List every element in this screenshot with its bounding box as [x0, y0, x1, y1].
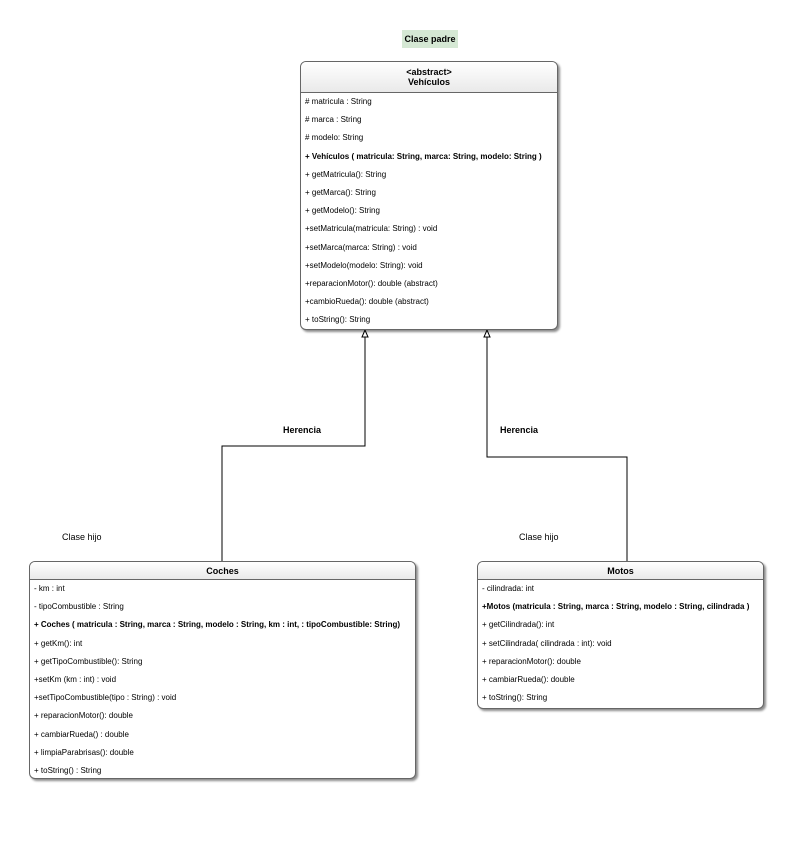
class-member: - km : int — [34, 584, 65, 593]
class-member: + Coches ( matricula : String, marca : S… — [34, 620, 401, 630]
class-vehiculos[interactable]: <abstract> Vehículos # matricula : Strin… — [300, 61, 558, 330]
class-coches[interactable]: Coches - km : int - tipoCombustible : Str… — [29, 561, 416, 779]
class-member: + cambiarRueda() : double — [34, 729, 129, 739]
child-class-label-left: Clase hijo — [62, 532, 102, 542]
class-motos[interactable]: Motos - cilindrada: int +Motos (matricula… — [477, 561, 764, 709]
class-vehiculos-members: # matricula : String # marca : String # mo… — [301, 93, 557, 329]
class-member: + Vehículos ( matricula: String, marca: … — [305, 151, 542, 161]
class-member: - cilindrada: int — [482, 584, 535, 593]
class-member: +setTipoCombustible(tipo : String) : voi… — [34, 693, 177, 703]
inheritance-line-motos — [486, 336, 628, 562]
inheritance-line-coches — [221, 336, 366, 562]
class-member: +setKm (km : int) : void — [34, 674, 117, 684]
class-member: + toString(): String — [482, 693, 548, 703]
inheritance-arrow-motos — [483, 328, 491, 338]
class-vehiculos-stereotype: <abstract> — [406, 67, 452, 77]
class-member: + toString() : String — [34, 765, 102, 775]
class-member: + toString(): String — [305, 315, 371, 325]
class-member: + cambiarRueda(): double — [482, 674, 575, 684]
class-member: + getTipoCombustible(): String — [34, 656, 143, 666]
class-member: + setCilindrada( cilindrada : int): void — [482, 638, 612, 648]
class-vehiculos-name: Vehículos — [407, 77, 451, 87]
class-member: # marca : String — [305, 115, 362, 125]
class-member: - tipoCombustible : String — [34, 602, 124, 612]
class-member: # matricula : String — [305, 97, 372, 106]
class-vehiculos-header: <abstract> Vehículos — [301, 62, 557, 93]
class-member: + getKm(): int — [34, 638, 83, 648]
class-member: +setMatricula(matricula: String) : void — [305, 224, 438, 234]
class-member: + getMatricula(): String — [305, 169, 387, 179]
inheritance-label-right: Herencia — [500, 425, 539, 435]
inheritance-label-left: Herencia — [283, 425, 322, 435]
class-coches-name: Coches — [206, 565, 239, 576]
class-member: + limpiaParabrisas(): double — [34, 747, 134, 757]
class-member: + reparacionMotor(): double — [482, 656, 581, 666]
class-member: +cambioRueda(): double (abstract) — [305, 297, 429, 307]
class-member: +setModelo(modelo: String): void — [305, 260, 423, 270]
class-member: + getCilindrada(): int — [482, 620, 555, 630]
class-member: +setMarca(marca: String) : void — [305, 242, 417, 252]
class-member: +Motos (matricula : String, marca : Stri… — [482, 602, 750, 612]
inheritance-arrow-coches — [361, 328, 369, 338]
class-member: + getModelo(): String — [305, 206, 380, 216]
child-class-label-right: Clase hijo — [519, 532, 559, 542]
class-member: +reparacionMotor(): double (abstract) — [305, 278, 438, 288]
class-motos-name: Motos — [607, 565, 634, 576]
class-motos-header: Motos — [478, 562, 763, 580]
class-motos-members: - cilindrada: int +Motos (matricula : Str… — [478, 580, 763, 707]
class-coches-header: Coches — [30, 562, 415, 580]
class-coches-members: - km : int - tipoCombustible : String + Co… — [30, 580, 415, 778]
class-member: + reparacionMotor(): double — [34, 711, 133, 721]
class-member: # modelo: String — [305, 133, 364, 143]
class-member: + getMarca(): String — [305, 187, 376, 197]
parent-class-label: Clase padre — [402, 30, 458, 48]
